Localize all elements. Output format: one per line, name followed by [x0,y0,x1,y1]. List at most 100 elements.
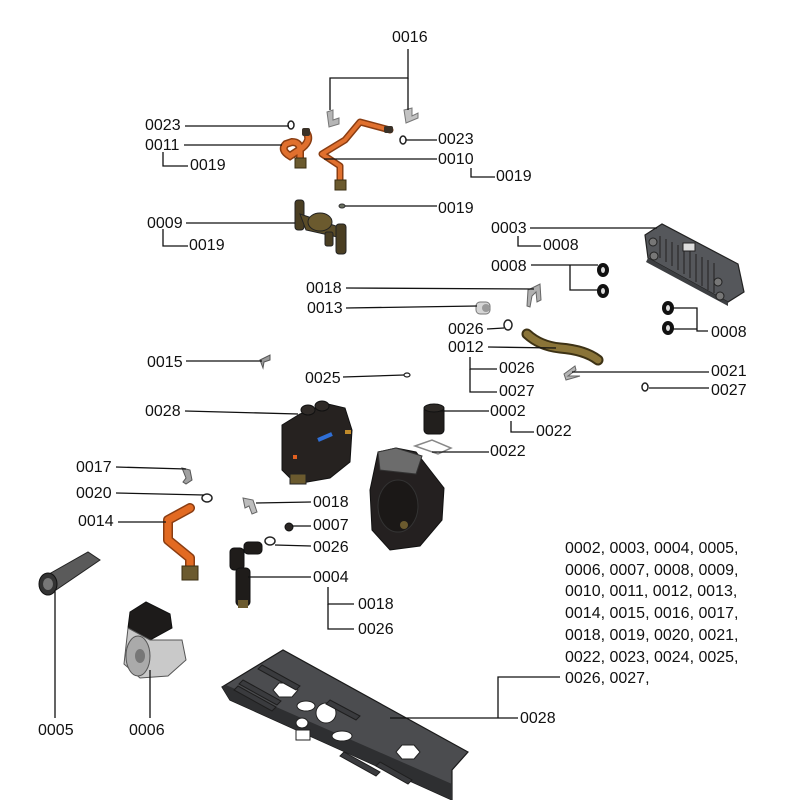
hydraulic-block-0028 [281,400,353,485]
callout-0008: 0008 [491,258,527,275]
o-ring [287,120,295,130]
sensor-0005 [38,551,101,596]
leader-line [497,676,560,718]
kit-note-line: 0010, 0011, 0012, 0013, [565,583,738,601]
clip-0021 [563,365,581,381]
leader-line [255,501,312,504]
callout-0019: 0019 [496,168,532,185]
plate-heat-exchanger-0003 [644,223,745,306]
leader-line [184,410,299,415]
bracket-clip-right [403,107,419,124]
kit-note-line: 0026, 0027, [565,670,650,688]
kit-note-line: 0018, 0019, 0020, 0021, [565,626,739,644]
callout-0018: 0018 [306,280,342,297]
callout-0022: 0022 [536,423,572,440]
callout-0010: 0010 [438,151,474,168]
callout-0005: 0005 [38,722,74,739]
callout-0013: 0013 [307,300,343,317]
callout-0008: 0008 [711,324,747,341]
callout-0027: 0027 [499,383,535,400]
o-ring [641,382,649,392]
bracket-clip-left [326,109,340,128]
copper-pipe-0011 [279,128,313,169]
kit-note-line: 0002, 0003, 0004, 0005, [565,540,739,557]
kit-note-line: 0022, 0023, 0024, 0025, [565,648,739,666]
callout-0026: 0026 [499,360,535,377]
brass-valve-0009 [294,199,347,255]
leader-line [345,305,478,309]
pump-housing [369,447,445,551]
leader-line [327,604,354,630]
callout-0027: 0027 [711,382,747,399]
leader-line [569,265,598,291]
leader-line [486,327,505,330]
callout-0004: 0004 [313,569,349,586]
callout-0019: 0019 [438,200,474,217]
callout-0002: 0002 [490,403,526,420]
leader-line [162,229,188,247]
copper-pipe-0014 [163,503,199,581]
callout-0023: 0023 [438,131,474,148]
leader-line [329,49,409,110]
callout-0017: 0017 [76,459,112,476]
callout-0028: 0028 [520,710,556,727]
callout-0019: 0019 [190,157,226,174]
callout-0028: 0028 [145,403,181,420]
callout-0018: 0018 [358,596,394,613]
callout-0008: 0008 [543,237,579,254]
leader-line [470,168,495,178]
clip-0018 [242,497,258,515]
callout-0026: 0026 [448,321,484,338]
callout-0015: 0015 [147,354,183,371]
kit-note-line: 0014, 0015, 0016, 0017, [565,605,739,623]
cartridge-0002 [412,403,453,455]
seal-rings [597,263,674,335]
leader-line [345,287,535,290]
fill-valve-0004 [229,541,263,608]
clip-0015 [259,354,271,370]
callout-0022: 0022 [490,443,526,460]
leader-line [342,374,405,378]
callout-0026: 0026 [358,621,394,638]
callout-0003: 0003 [491,220,527,237]
o-ring [201,493,213,503]
leader-line [162,152,188,167]
callout-0009: 0009 [147,215,183,232]
callout-0018: 0018 [313,494,349,511]
leader-line [469,357,497,370]
clip-0018 [526,283,542,308]
callout-0020: 0020 [76,485,112,502]
leader-line [469,369,497,393]
leader-line [115,466,187,470]
callout-0023: 0023 [145,117,181,134]
leader-line [327,587,354,605]
base-plate-0028 [221,649,469,800]
callout-0006: 0006 [129,722,165,739]
callout-0012: 0012 [448,339,484,356]
callout-0026: 0026 [313,539,349,556]
copper-pipe-0010 [318,118,394,191]
callout-0016: 0016 [392,29,428,46]
kit-contents-note: 0002, 0003, 0004, 0005, 0006, 0007, 0008… [565,538,739,690]
leader-line [673,307,708,332]
leader-line [517,236,541,247]
kit-note-line: 0006, 0007, 0008, 0009, [565,561,739,579]
leader-line [487,346,557,349]
callout-0011: 0011 [145,137,180,154]
brass-pipe-0012 [521,328,604,366]
o-ring [264,536,276,546]
callout-0025: 0025 [305,370,341,387]
callout-0021: 0021 [711,363,747,380]
callout-0019: 0019 [189,237,225,254]
clip-0017 [181,467,193,485]
callout-0014: 0014 [78,513,114,530]
pump-motor-0006 [123,601,187,679]
leader-line [510,421,534,433]
cap-0013 [475,301,491,315]
leader-line [274,544,312,547]
nut-0007 [284,522,294,532]
leader-line [115,492,205,496]
